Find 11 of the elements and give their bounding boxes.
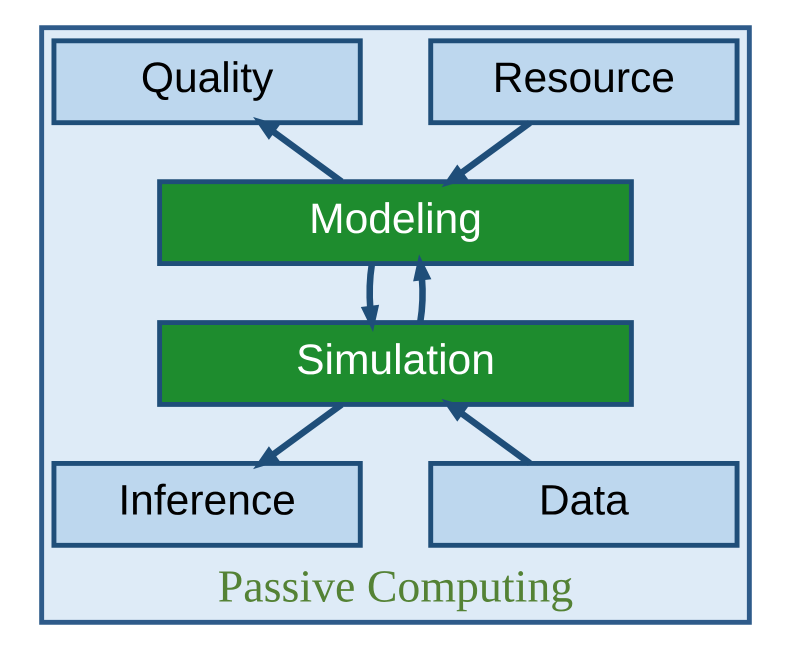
node-box: Modeling [157, 179, 634, 266]
arrow [360, 264, 380, 332]
node-box: Data [428, 460, 740, 548]
node-box: Quality [51, 38, 363, 126]
arrow [441, 398, 532, 466]
arrow [253, 116, 344, 184]
node-box: Simulation [157, 320, 634, 407]
node-box: Inference [51, 460, 363, 548]
node-box: Resource [428, 38, 740, 126]
arrow [441, 120, 532, 188]
arrow [413, 254, 432, 323]
